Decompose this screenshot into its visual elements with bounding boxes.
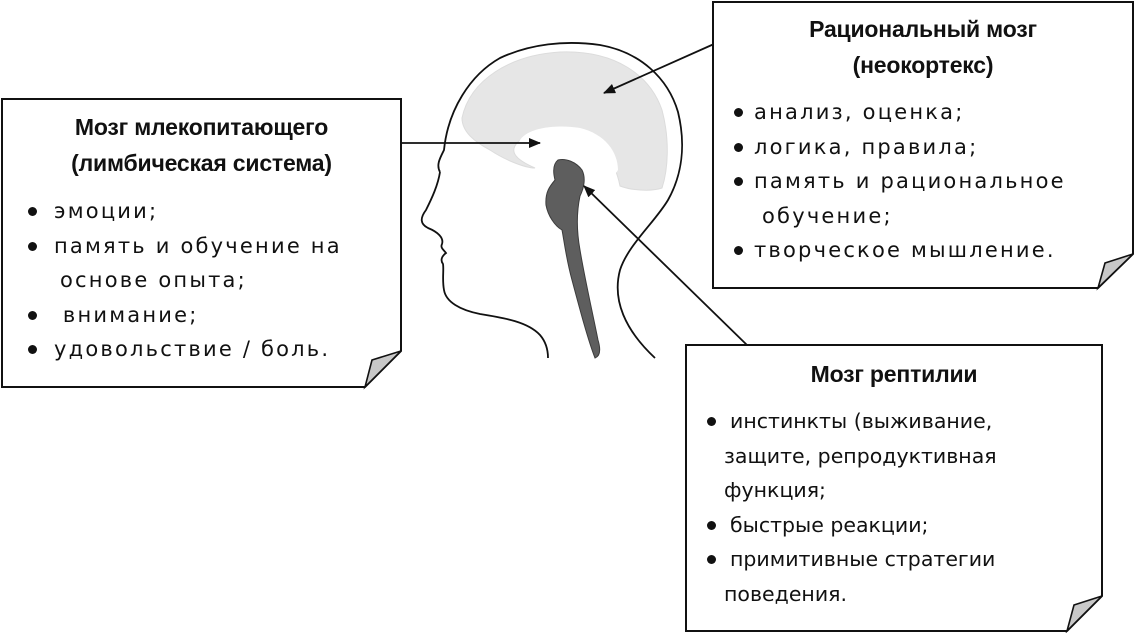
list-item: память и рациональное обучение; xyxy=(734,164,1133,233)
list-item: инстинкты (выживание, защите, репродукти… xyxy=(707,404,1102,508)
bullet-icon xyxy=(28,310,37,320)
bullet-icon xyxy=(28,345,37,354)
bullet-icon xyxy=(28,207,37,216)
limbic-region xyxy=(518,126,618,184)
limbic-title-line1: Мозг млекопитающего xyxy=(74,114,329,140)
bullet-icon xyxy=(707,417,716,426)
bullet-icon xyxy=(707,555,716,564)
bullet-icon xyxy=(707,520,716,530)
bullet-icon xyxy=(734,142,743,152)
bullet-icon xyxy=(734,246,743,255)
bullet-icon xyxy=(734,108,743,117)
limbic-fold-icon xyxy=(363,350,402,390)
arrow-to-neocortex xyxy=(603,43,715,94)
list-item: удовольствие / боль. xyxy=(28,332,401,367)
limbic-title-line2: (лимбическая система) xyxy=(71,150,332,176)
neocortex-box: Рациональный мозг (неокортекс) анализ, о… xyxy=(713,11,1133,268)
reptile-list: инстинкты (выживание, защите, репродукти… xyxy=(686,404,1102,611)
reptile-title: Мозг рептилии xyxy=(810,361,978,387)
list-item: память и обучение на основе опыта; xyxy=(28,229,401,298)
arrow-to-brainstem xyxy=(583,185,749,347)
bullet-icon xyxy=(28,241,37,251)
list-item: быстрые реакции; xyxy=(707,508,1102,543)
reptile-fold-icon xyxy=(1065,595,1103,633)
neocortex-title-line2: (неокортекс) xyxy=(852,52,994,78)
face-profile xyxy=(420,171,549,359)
neocortex-title-line1: Рациональный мозг xyxy=(809,16,1037,42)
list-item: эмоции; xyxy=(28,194,401,229)
list-item: логика, правила; xyxy=(734,130,1133,165)
bullet-icon xyxy=(734,177,743,186)
list-item: анализ, оценка; xyxy=(734,95,1133,130)
list-item: внимание; xyxy=(28,298,401,333)
list-item: творческое мышление. xyxy=(734,233,1133,268)
neocortex-list: анализ, оценка; логика, правила; память … xyxy=(713,95,1133,268)
limbic-list: эмоции; память и обучение на основе опыт… xyxy=(2,194,401,367)
reptile-box: Мозг рептилии инстинкты (выживание, защи… xyxy=(686,356,1102,611)
list-item: примитивные стратегии поведения. xyxy=(707,542,1102,611)
limbic-box: Мозг млекопитающего (лимбическая система… xyxy=(2,109,401,367)
neocortex-fold-icon xyxy=(1096,253,1134,291)
brainstem-region xyxy=(545,159,601,359)
